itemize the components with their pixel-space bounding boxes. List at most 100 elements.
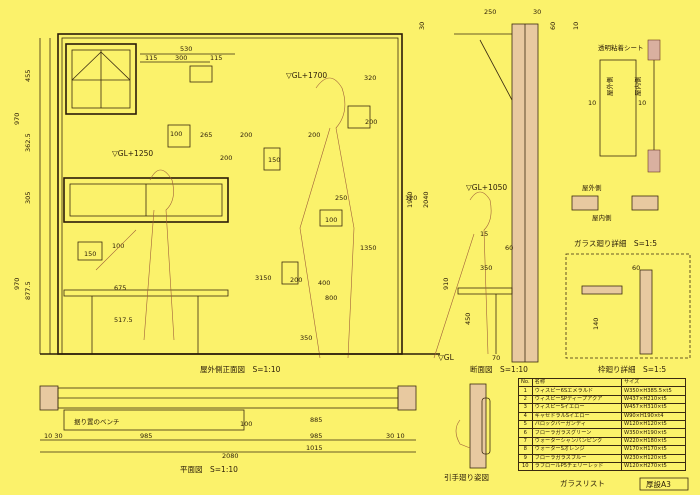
dim-top-300: 300 (175, 54, 187, 62)
dim-5175: 517.5 (114, 316, 133, 324)
plan-dim-985b: 985 (310, 432, 322, 440)
detail-dim-60: 60 (632, 264, 640, 272)
title-plan: 平面図 S=1:10 (180, 465, 238, 474)
sec-dim-910: 910 (442, 278, 450, 290)
glass-pane-7 (319, 209, 343, 227)
plan-dim-1015: 1015 (306, 444, 323, 452)
header-name: 名称 (531, 377, 622, 388)
plan-dim-2080: 2080 (222, 452, 239, 460)
frame-detail: 140 60 枠廻り詳細 S=1:5 (565, 253, 691, 374)
dim-3150: 3150 (255, 274, 272, 282)
section-view: ▽GL+1050 ▽GL 250 30 60 10 350 910 450 70… (418, 8, 580, 374)
plan-dim-100: 100 (240, 420, 252, 428)
glass-pane-4 (347, 105, 371, 129)
header-no: No. (518, 377, 533, 388)
dim-675: 675 (114, 284, 126, 292)
dim-320: 320 (364, 74, 376, 82)
sec-dim-250: 250 (484, 8, 496, 16)
sec-dim-70: 70 (492, 354, 500, 362)
dim-150b: 150 (268, 156, 280, 164)
glass-detail: 屋外側 屋内側 透明粘着シート 屋外側 屋内側 10 10 ガラス廻り詳細 S=… (571, 39, 661, 248)
dim-v-8775: 877.5 (24, 281, 32, 300)
mark-gl1700: ▽GL+1700 (286, 71, 327, 80)
sec-dim-350: 350 (480, 264, 492, 272)
label-tape: 透明粘着シート (598, 43, 644, 52)
human-figure-standing (299, 77, 355, 359)
dim-100a: 100 (170, 130, 182, 138)
header-size: サイズ (620, 377, 687, 388)
detail-dim-140: 140 (592, 318, 600, 330)
glass-pane-6 (281, 261, 299, 285)
dim-1350: 1350 (360, 244, 377, 252)
dim-250: 250 (335, 194, 347, 202)
dim-200e: 200 (220, 154, 232, 162)
label-inside-2: 屋内側 (592, 213, 612, 222)
window-middle (63, 177, 229, 223)
dim-top-530: 530 (180, 45, 192, 53)
dim-1940: 1940 (406, 191, 414, 208)
dim-v-455: 455 (24, 70, 32, 82)
dim-200d: 200 (290, 276, 302, 284)
dim-350: 350 (300, 334, 312, 342)
dim-top-115a: 115 (145, 54, 157, 62)
plan-dim-1030a: 10 30 (44, 432, 63, 440)
dim-800: 800 (325, 294, 337, 302)
dim-200b: 200 (240, 131, 252, 139)
sec-dim-10: 10 (572, 22, 580, 30)
plan-view: 据り置のベンチ 885 985 985 1015 2080 100 10 30 … (39, 385, 417, 474)
plan-dim-985a: 985 (140, 432, 152, 440)
sec-dim-15: 15 (480, 230, 488, 238)
sec-dim-30: 30 (533, 8, 541, 16)
mark-gl: ▽GL (438, 353, 455, 362)
plan-dim-885: 885 (310, 416, 322, 424)
label-outside-2: 屋外側 (582, 183, 602, 192)
section-human-figure (433, 191, 492, 359)
title-handle-detail: 引手廻り姿図 (444, 472, 489, 482)
plan-bench-label: 据り置のベンチ (74, 417, 120, 426)
sec-dim-60b: 60 (505, 244, 513, 252)
mark-gl1250: ▽GL+1250 (112, 149, 153, 158)
dim-100b: 100 (112, 242, 124, 250)
label-interior: 屋内側 (633, 76, 642, 96)
title-section: 断面図 S=1:10 (470, 364, 528, 374)
title-frame-detail: 枠廻り詳細 S=1:5 (598, 364, 666, 374)
dim-v-3625: 362.5 (24, 133, 32, 152)
label-outside: 屋外側 (605, 76, 614, 96)
front-elevation: 530 300 115 115 455 970 362.5 305 970 87… (13, 33, 440, 374)
glass-pane-3 (263, 147, 281, 171)
dim-2040: 2040 (422, 191, 430, 208)
window-top-left (65, 43, 137, 115)
dim-v-970bot: 970 (13, 278, 21, 290)
title-front-elevation: 屋外側正面図 S=1:10 (200, 364, 281, 374)
glass-pane-1 (189, 65, 213, 83)
dim-v-305: 305 (24, 192, 32, 204)
dim-120: 120 (405, 194, 417, 202)
glass-pane-2 (167, 124, 191, 148)
section-bench (457, 287, 513, 295)
dim-v-970top: 970 (13, 113, 21, 125)
elevation-inner-frame (61, 37, 399, 355)
dim-200c: 200 (308, 131, 320, 139)
detail-dim-10a: 10 (588, 99, 596, 107)
human-figure-seated (95, 169, 175, 341)
dim-150a: 150 (84, 250, 96, 258)
bench-top (63, 289, 229, 297)
plan-dim-1030b: 30 10 (386, 432, 405, 440)
mark-gl1050: ▽GL+1050 (466, 183, 507, 192)
dim-265: 265 (200, 131, 212, 139)
dim-top-115b: 115 (210, 54, 222, 62)
handle-detail: 引手廻り姿図 (444, 383, 491, 482)
sec-dim-60: 60 (549, 22, 557, 30)
